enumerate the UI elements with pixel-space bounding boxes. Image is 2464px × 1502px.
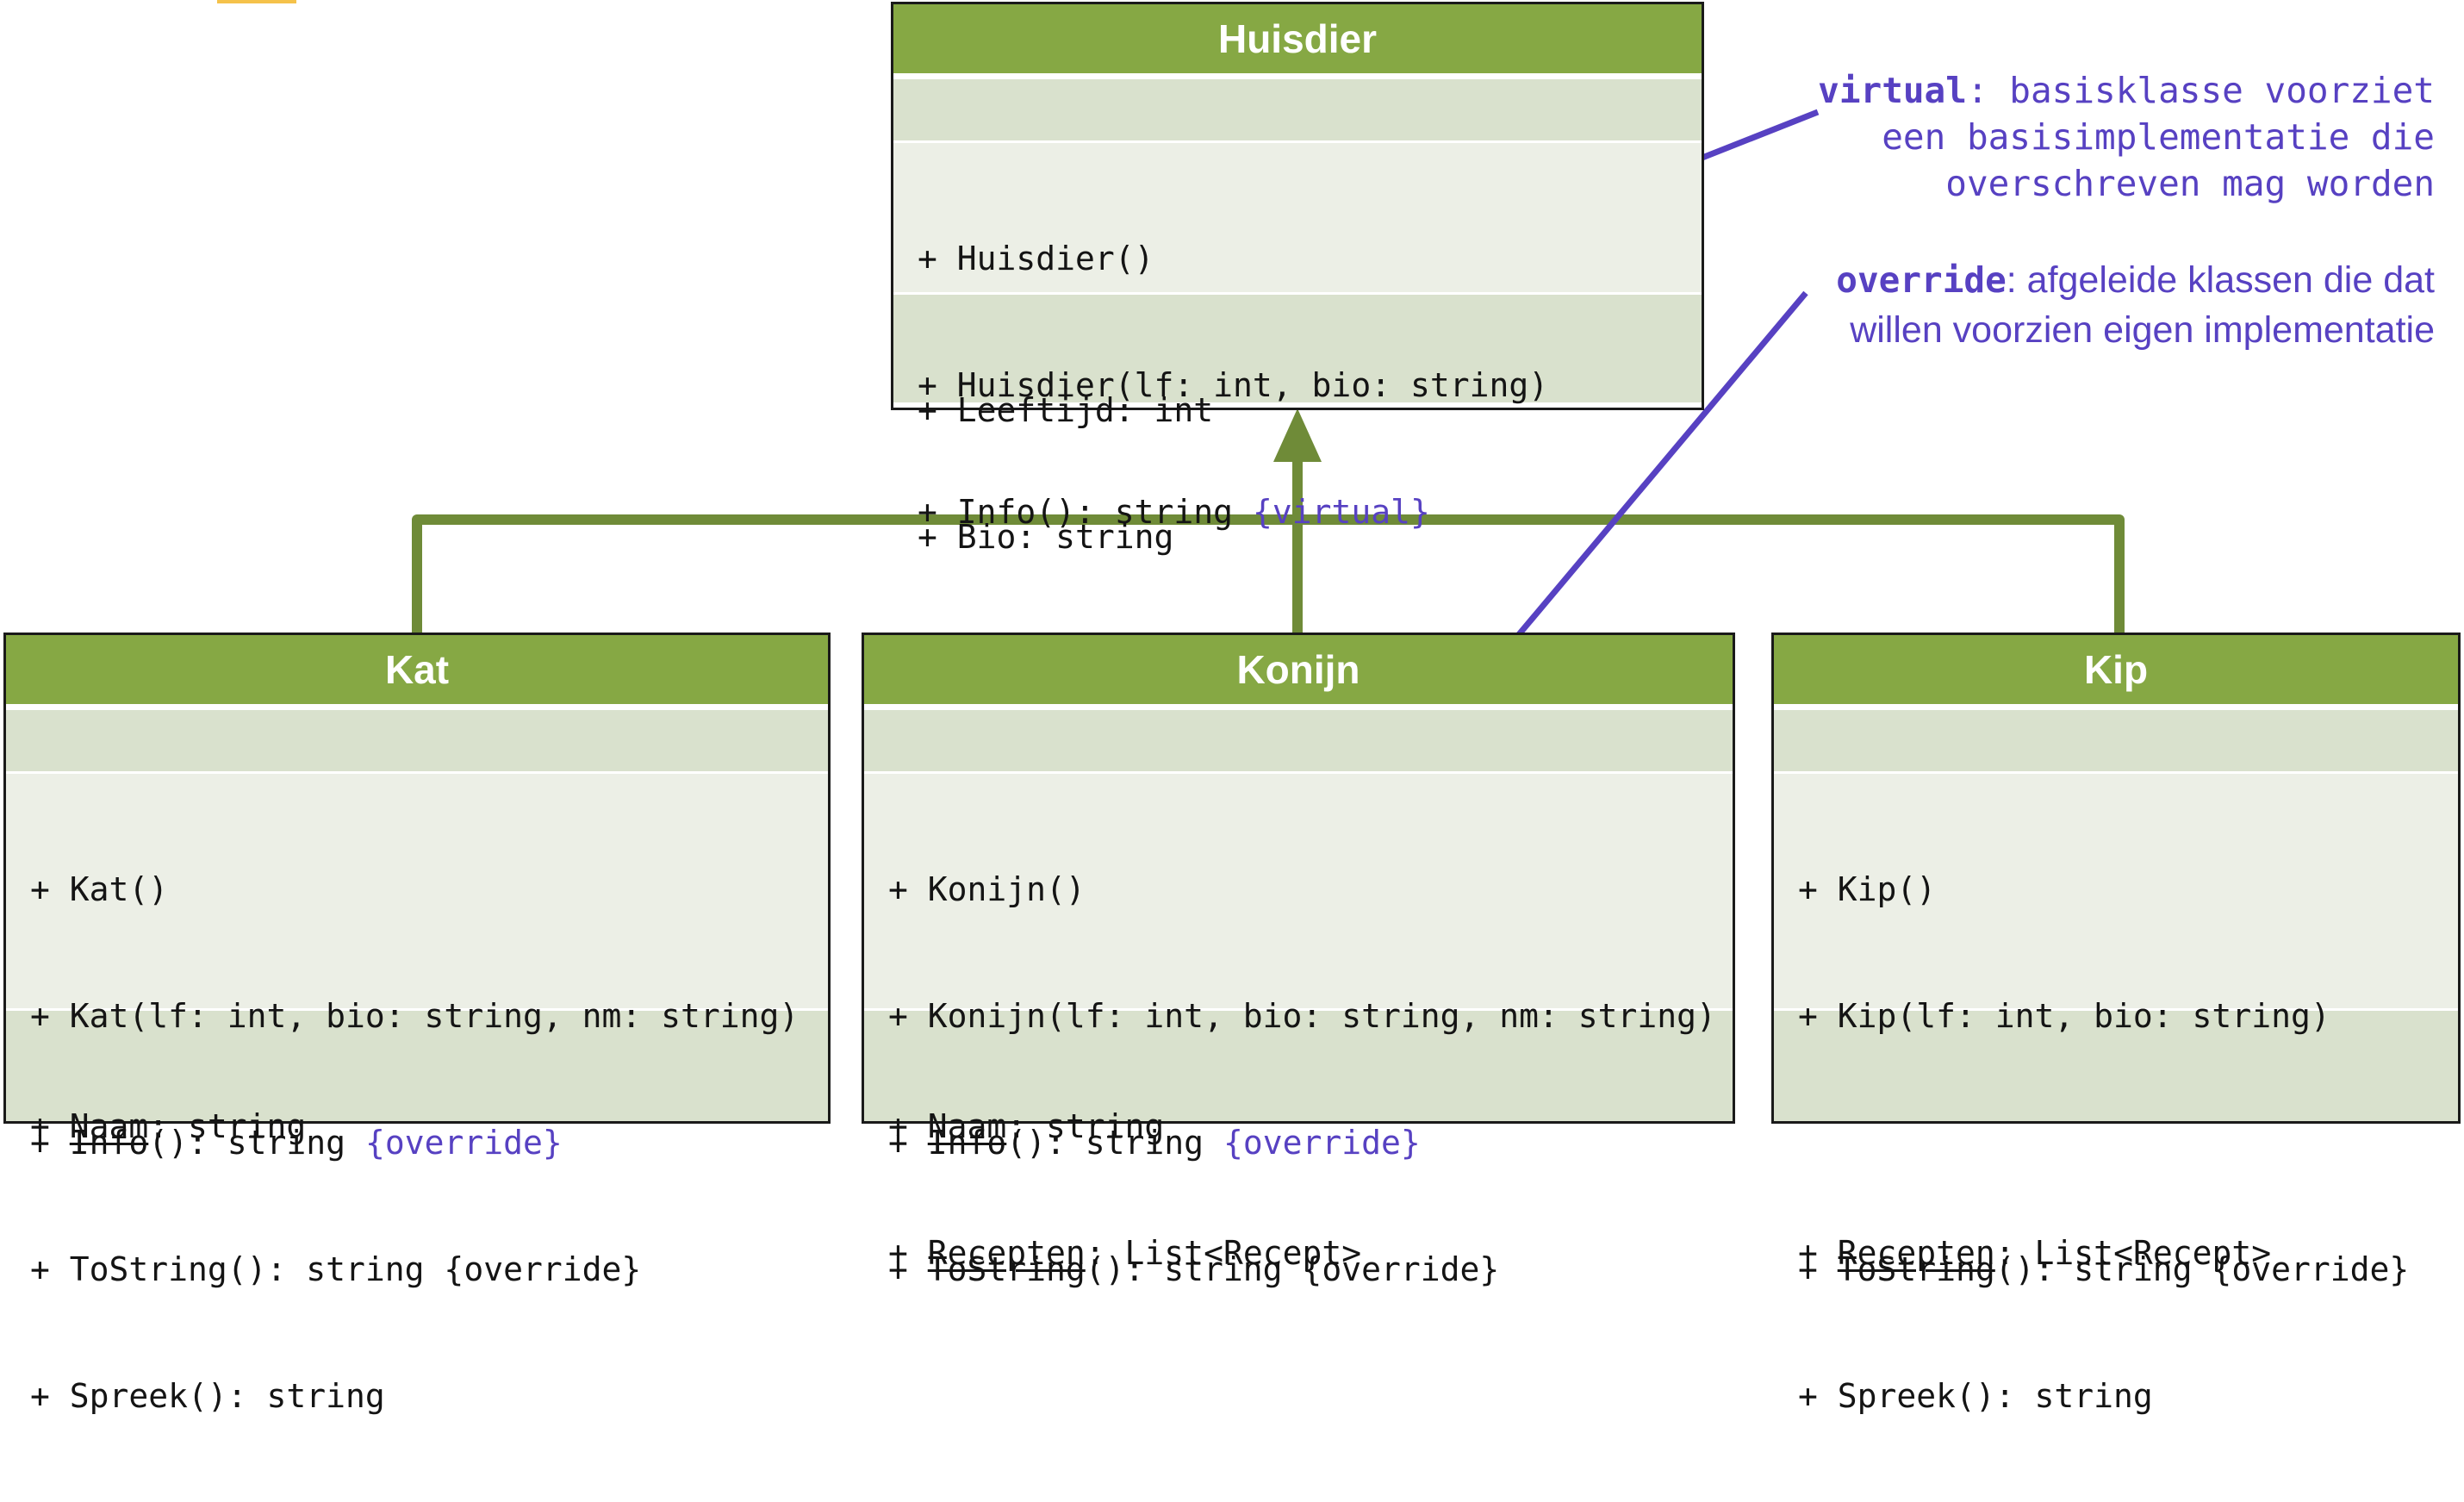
methods-section: + Huisdier() + Huisdier(lf: int, bio: st… [893,143,1702,531]
method-line: + Spreek(): string [1798,1377,2153,1415]
class-konijn: Konijn + Konijn() + Konijn(lf: int, bio:… [862,633,1735,1288]
properties-section: + Naam: string + Recepten: List<Recept> [864,1011,1733,1272]
class-title: Konijn [864,635,1733,710]
override-annotation: override: afgeleide klassen die dat will… [1836,255,2435,355]
method-line: + Huisdier() [918,240,1154,277]
class-kip: Kip + Kip() + Kip(lf: int, bio: string) … [1771,633,2461,1415]
property-prefix: + [888,1234,928,1272]
class-title: Kip [1774,635,2458,710]
annotation-line: een basisimplementatie die [1882,116,2435,158]
method-line: + Spreek(): string [30,1377,385,1415]
annotation-line: overschreven mag worden [1945,163,2435,204]
property-line: + Recepten: List<Recept> [888,1232,1733,1275]
override-tag: {override} [364,1124,563,1162]
property-prefix: + [30,1107,70,1145]
inheritance-arrowhead [1273,408,1322,462]
highlight-mark [217,0,296,3]
fields-section [864,710,1733,774]
property-line: + Bio: string [918,518,1174,556]
fields-section [893,79,1702,143]
virtual-tag: {virtual} [1252,493,1430,531]
property-type: : string [1006,1107,1165,1145]
method-line: + ToString(): string {override} [30,1250,642,1288]
properties-section: + Naam: string [6,1011,828,1145]
fields-section [1774,710,2458,774]
methods-section: + Konijn() + Konijn(lf: int, bio: string… [864,774,1733,1288]
property-prefix: + [1798,1234,1838,1272]
annotation-line: virtual: basisklasse voorziet [1818,67,2435,114]
method-signature: + Info(): string [918,493,1253,531]
annotation-text: : basisklasse voorziet [1966,70,2435,111]
property-prefix: + [888,1107,928,1145]
annotation-keyword: virtual [1818,70,1967,111]
inheritance-connector [412,408,2125,633]
method-line: + Info(): string {virtual} [918,491,1702,533]
override-tag: {override} [1223,1124,1421,1162]
property-name: Recepten [927,1234,1086,1272]
annotation-line: willen voorzien eigen implementatie [1850,309,2435,351]
annotation-line: override: afgeleide klassen die dat [1836,255,2435,305]
methods-section: + Kat() + Kat(lf: int, bio: string, nm: … [6,774,828,1415]
class-title: Huisdier [893,4,1702,79]
method-line: + Kat(lf: int, bio: string, nm: string) [30,997,800,1035]
methods-section: + Kip() + Kip(lf: int, bio: string) + To… [1774,774,2458,1415]
property-line: + Leeftijd: int [918,391,1214,429]
method-line: + Kat() [30,870,169,908]
property-name: Naam [69,1107,149,1145]
method-line: + Kip(lf: int, bio: string) [1798,997,2330,1035]
method-line: + Konijn() [888,870,1086,908]
annotation-text: : afgeleide klassen die dat [2006,259,2435,301]
class-title: Kat [6,635,828,710]
class-kat: Kat + Kat() + Kat(lf: int, bio: string, … [3,633,831,1415]
property-name: Naam [927,1107,1007,1145]
fields-section [6,710,828,774]
property-type: : string [148,1107,307,1145]
annotation-keyword: override [1836,259,2007,301]
property-type: : List<Recept> [1994,1234,2272,1272]
virtual-annotation: virtual: basisklasse voorziet een basisi… [1818,67,2435,207]
property-type: : List<Recept> [1085,1234,1362,1272]
property-name: Recepten [1837,1234,1995,1272]
inheritance-line [412,514,2125,633]
properties-section: + Leeftijd: int + Bio: string [893,295,1702,556]
class-huisdier: Huisdier + Huisdier() + Huisdier(lf: int… [891,2,1704,556]
method-line: + Konijn(lf: int, bio: string, nm: strin… [888,997,1716,1035]
method-line: + Kip() [1798,870,1937,908]
